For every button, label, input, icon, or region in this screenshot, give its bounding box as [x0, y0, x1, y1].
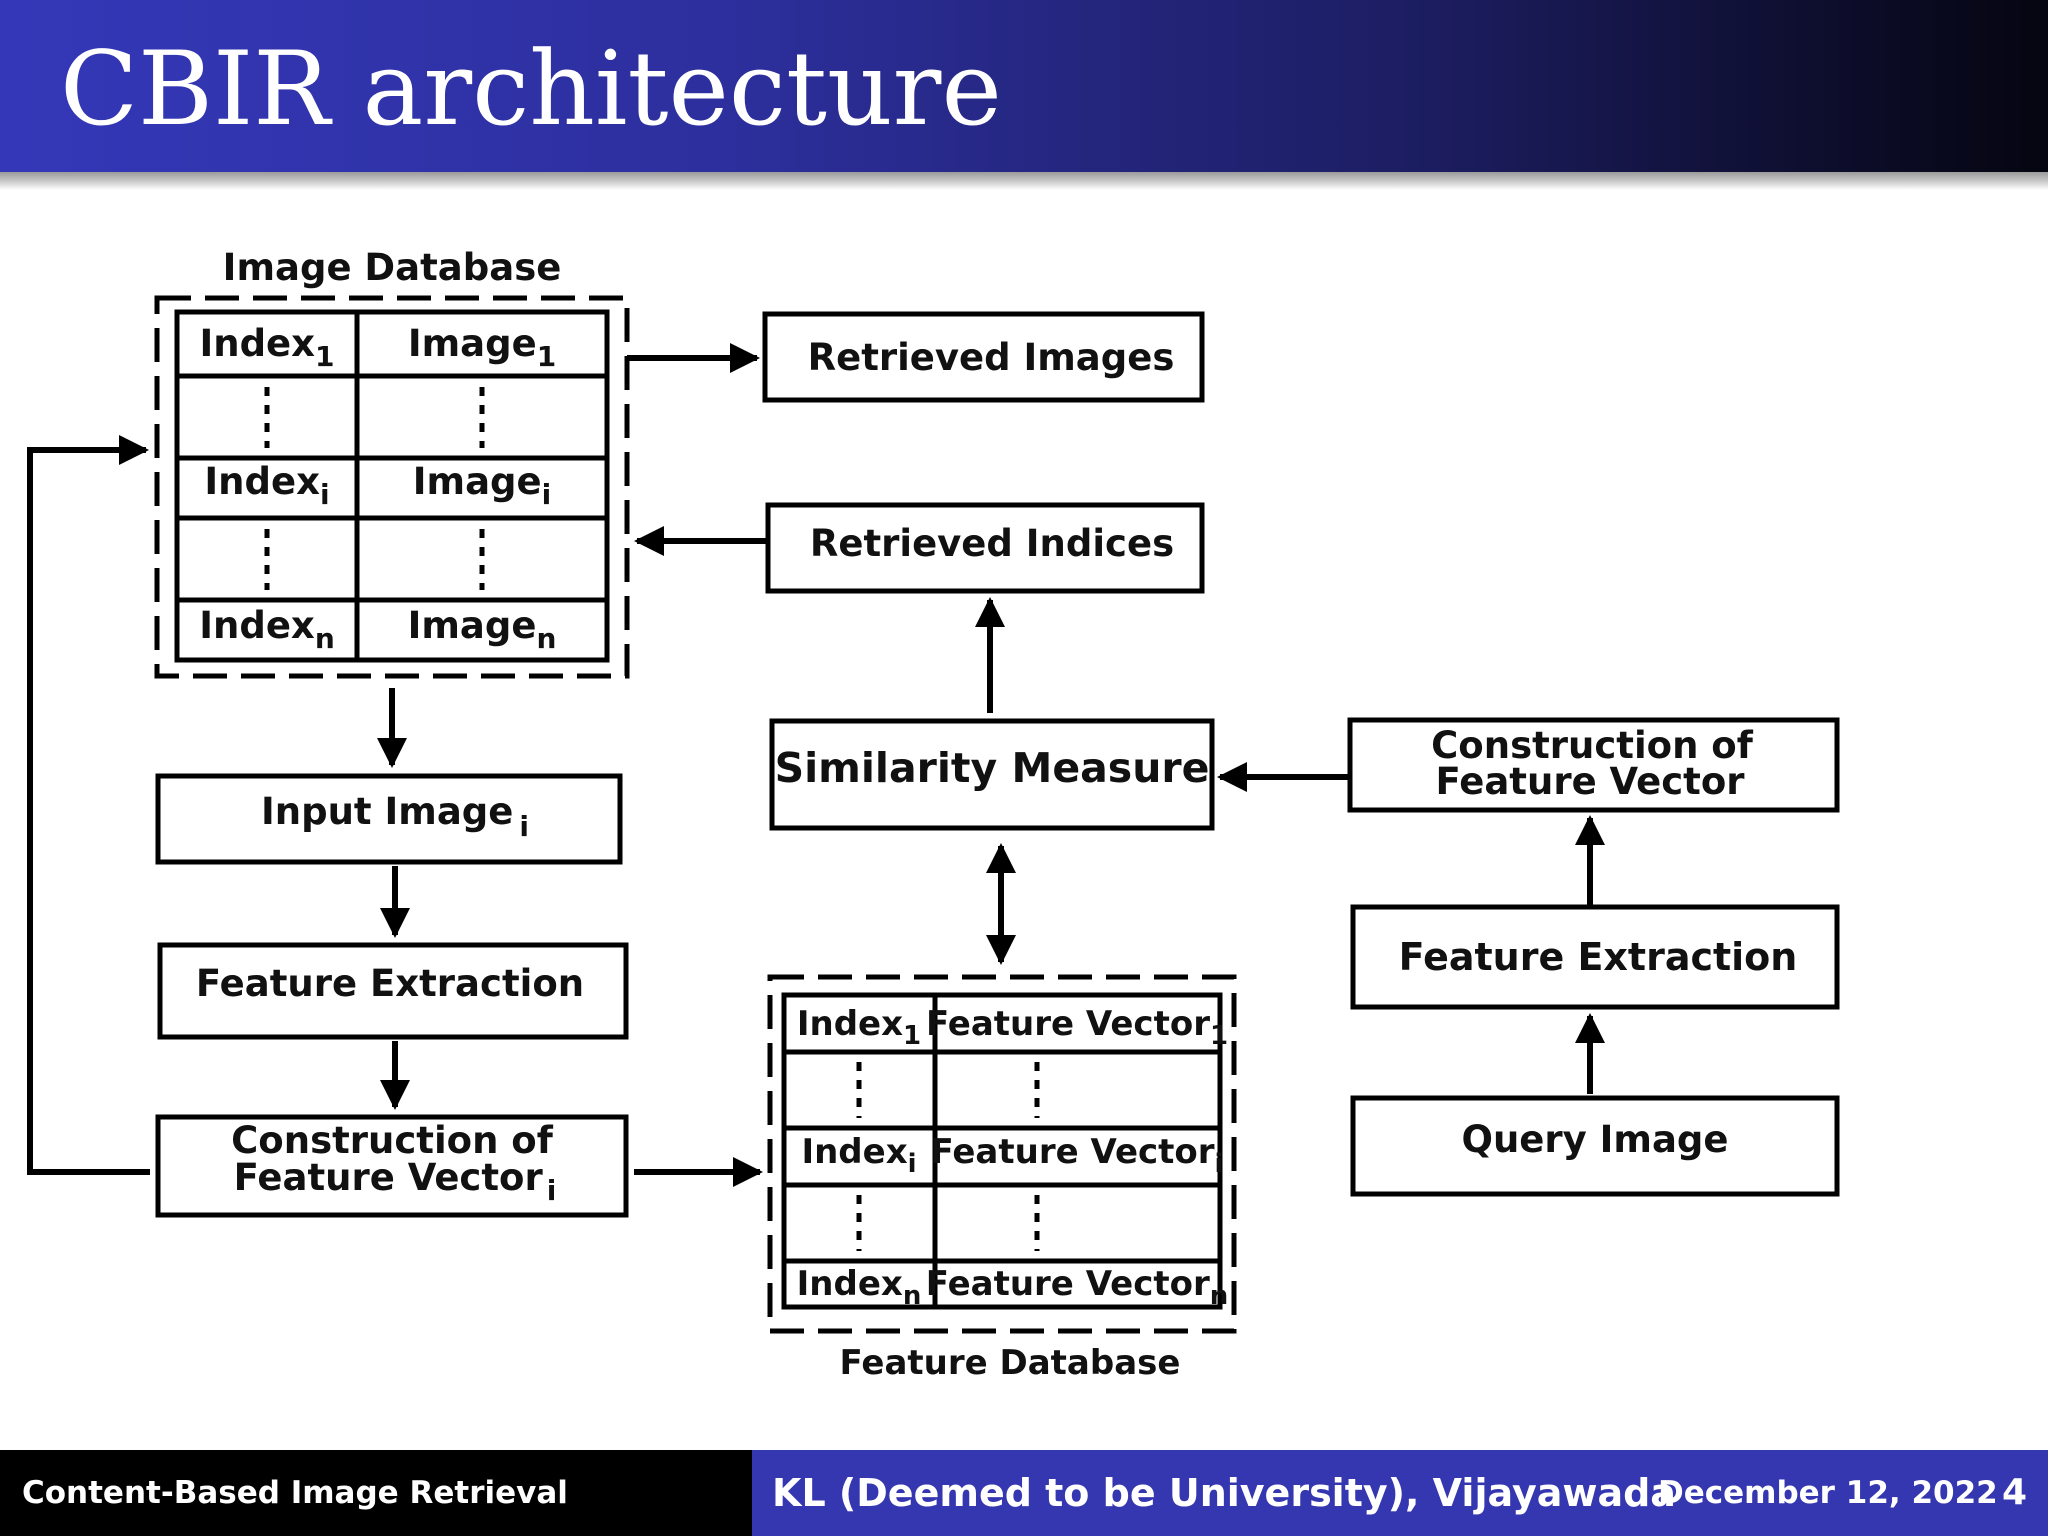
feature-db-vector-1: Feature Vector1 [926, 1004, 1228, 1051]
footer-page-number: 4 [2002, 1472, 2028, 1513]
feature-db-index-1: Index1 [797, 1004, 921, 1051]
image-db-image-n: Imagen [408, 604, 557, 655]
arrow-loop-to-image-db [27, 435, 150, 1175]
feature-database-table [781, 992, 1223, 1310]
footer-right-band [752, 1450, 2048, 1536]
similarity-measure-label: Similarity Measure [775, 744, 1210, 792]
slide-title: CBIR architecture [60, 30, 1002, 149]
retrieved-images-box [762, 311, 1205, 403]
construction-feature-vector-db-label: Construction of [231, 1119, 554, 1162]
image-db-image-1: Image1 [408, 322, 556, 373]
feature-extraction-db-label: Feature Extraction [196, 962, 584, 1005]
image-database-label: Image Database [223, 246, 562, 289]
image-db-index-i: Indexi [204, 460, 329, 511]
footer-date: December 12, 2022 [1658, 1475, 1998, 1511]
image-db-image-i: Imagei [413, 460, 551, 511]
feature-db-vector-n: Feature Vectorn [926, 1264, 1229, 1311]
feature-extraction-query-label: Feature Extraction [1399, 935, 1798, 979]
image-db-index-1: Index1 [199, 322, 334, 373]
feature-db-index-i: Indexi [801, 1132, 916, 1179]
similarity-measure-box [769, 718, 1215, 831]
feature-extraction-db-box [157, 942, 629, 1040]
retrieved-images-label: Retrieved Images [808, 336, 1175, 379]
construction-feature-vector-db-box [155, 1114, 629, 1218]
feature-database-label: Feature Database [840, 1343, 1181, 1383]
construction-feature-vector-query-label-2: Feature Vector [1435, 760, 1745, 803]
feature-extraction-query-box [1350, 904, 1840, 1010]
header-shadow [0, 172, 2048, 190]
feature-db-index-n: Indexn [797, 1264, 922, 1311]
footer-course-title: Content-Based Image Retrieval [22, 1475, 568, 1511]
image-database-grid [177, 312, 607, 660]
retrieved-indices-box [765, 502, 1205, 594]
input-image-box [155, 773, 623, 865]
retrieved-indices-label: Retrieved Indices [810, 522, 1174, 565]
footer-university: KL (Deemed to be University), Vijayawada [772, 1471, 1676, 1515]
feature-database-grid [784, 995, 1220, 1307]
construction-feature-vector-query-label: Construction of [1431, 724, 1754, 767]
footer-left-band [0, 1450, 752, 1536]
query-image-label: Query Image [1461, 1118, 1728, 1161]
feature-db-vector-i: Feature Vectori [931, 1132, 1224, 1179]
query-image-box [1350, 1095, 1840, 1197]
slide-footer: Content-Based Image Retrieval KL (Deemed… [0, 1450, 2048, 1536]
slide-header [0, 0, 2048, 172]
cbir-diagram: Image Database Index1 Image1 Indexi Imag… [27, 246, 1840, 1383]
feature-database-border [767, 974, 1237, 1334]
image-database-border [154, 295, 630, 679]
image-db-index-n: Indexn [199, 604, 335, 655]
construction-feature-vector-query-box [1347, 717, 1840, 813]
